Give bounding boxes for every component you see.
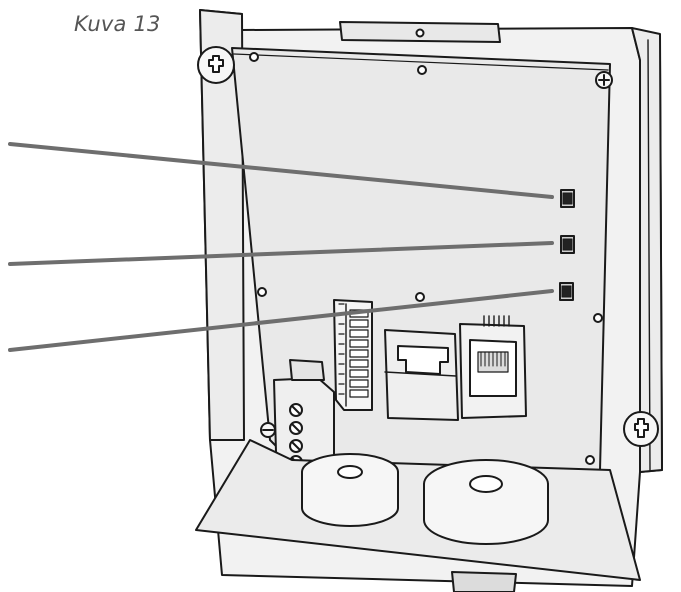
housing-left-flange bbox=[199, 9, 245, 441]
led-1 bbox=[560, 189, 575, 208]
board-hole-4 bbox=[593, 313, 603, 323]
rj-connector-left bbox=[384, 329, 459, 421]
cable-gland-right bbox=[423, 459, 549, 545]
screw-right bbox=[623, 411, 659, 447]
led-2 bbox=[560, 235, 575, 254]
board-hole-3 bbox=[257, 287, 267, 297]
callout-line-2 bbox=[8, 241, 554, 266]
callout-line-3 bbox=[8, 289, 554, 352]
figure-caption: Kuva 13 bbox=[74, 12, 161, 36]
callout-line-1 bbox=[8, 142, 554, 199]
top-tab-hole bbox=[415, 28, 425, 38]
board-hole-2 bbox=[417, 65, 427, 75]
dip-switch-block bbox=[333, 299, 373, 411]
screw-left-lower bbox=[260, 422, 276, 438]
board-hole-5 bbox=[585, 455, 595, 465]
cable-gland-left bbox=[301, 453, 399, 527]
led-3 bbox=[559, 282, 574, 301]
board-hole-6 bbox=[415, 292, 425, 302]
rj-connector-right bbox=[459, 315, 527, 419]
board-hole-1 bbox=[249, 52, 259, 62]
screw-top-left bbox=[197, 46, 235, 84]
underside-nut bbox=[451, 571, 517, 592]
housing-right-flange bbox=[631, 27, 663, 473]
screw-top-right bbox=[595, 71, 613, 89]
